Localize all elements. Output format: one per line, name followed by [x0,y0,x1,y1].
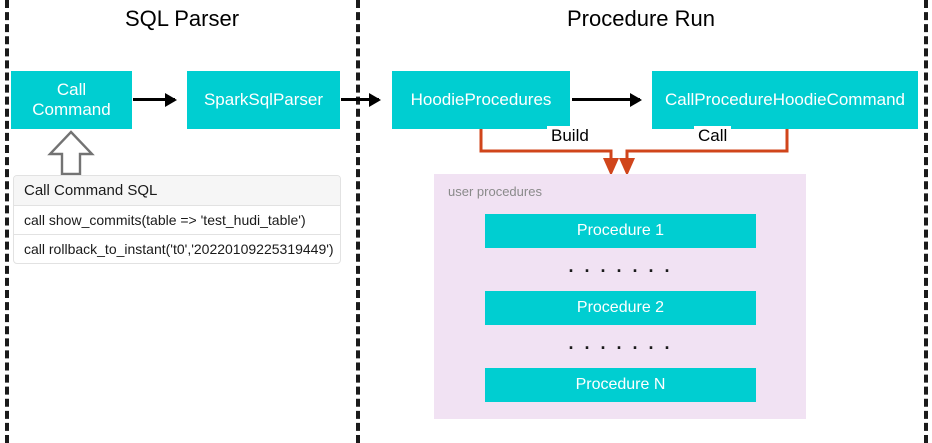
section-title-sql-parser: SQL Parser [124,6,240,31]
arrow-call-command-to-spark-sql-parser [133,92,177,107]
node-call-procedure-hoodie-command[interactable]: CallProcedureHoodieCommand [652,71,918,129]
sql-table-header: Call Command SQL [14,176,340,206]
arrow-hoodie-procedures-to-call-procedure-hoodie-command [572,92,642,107]
node-call-command[interactable]: Call Command [11,71,132,129]
user-procedures-panel: user procedures Procedure 1 . . . . . . … [434,174,806,419]
node-hoodie-procedures[interactable]: HoodieProcedures [392,71,570,129]
lane-divider-right [924,0,928,443]
sql-table-row: call show_commits(table => 'test_hudi_ta… [14,206,340,235]
procedures-ellipsis: . . . . . . . [568,333,673,353]
lane-divider-left [5,0,9,443]
lane-divider-middle [356,0,360,443]
sql-table-row: call rollback_to_instant('t0','202201092… [24,241,334,257]
node-procedure-2[interactable]: Procedure 2 [485,291,756,325]
procedures-ellipsis: . . . . . . . [568,256,673,276]
edge-label-build: Build [547,126,593,146]
call-command-sql-table: Call Command SQL call show_commits(table… [13,175,341,264]
arrow-spark-sql-parser-to-hoodie-procedures [341,92,381,107]
user-procedures-caption: user procedures [448,184,542,199]
section-title-procedure-run: Procedure Run [567,6,715,31]
node-spark-sql-parser[interactable]: SparkSqlParser [187,71,340,129]
outline-up-arrow-icon [47,130,95,176]
node-procedure-1[interactable]: Procedure 1 [485,214,756,248]
node-procedure-n[interactable]: Procedure N [485,368,756,402]
edge-label-call: Call [694,126,732,146]
